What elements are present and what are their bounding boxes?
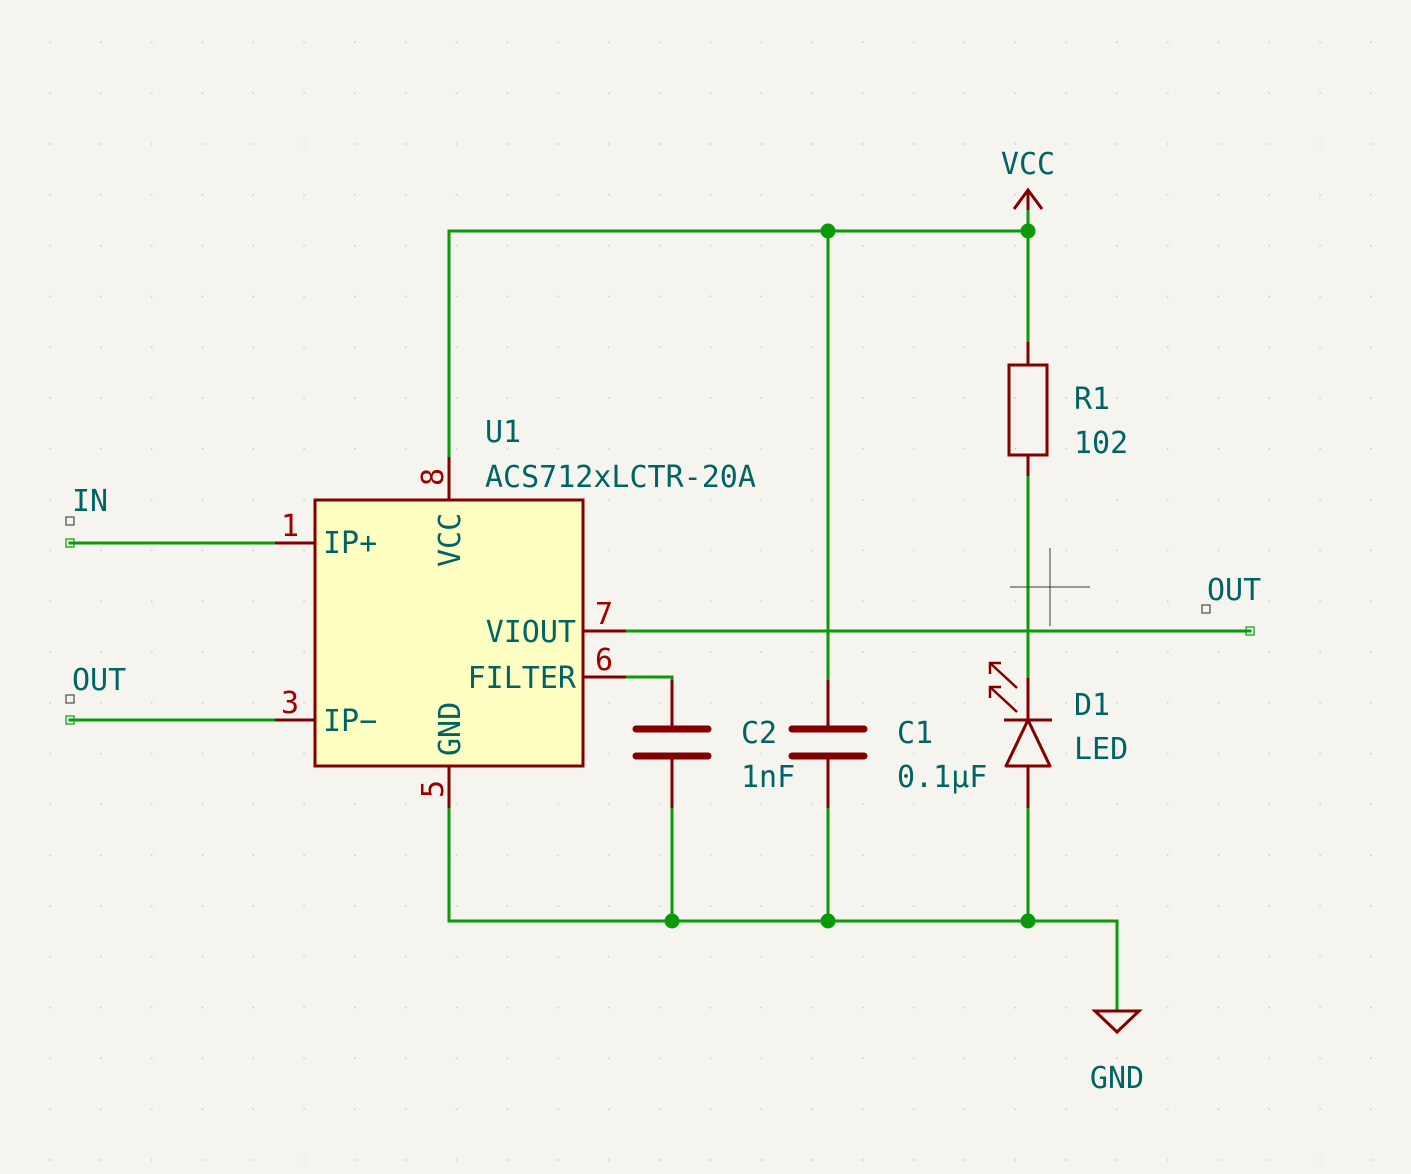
label-out-right[interactable]: OUT — [1201, 573, 1261, 636]
pin-6-number: 6 — [595, 643, 613, 678]
pin-name-filter: FILTER — [468, 661, 577, 696]
label-out-left-end — [65, 715, 75, 725]
label-in-end — [65, 538, 75, 548]
pin-name-vcc: VCC — [433, 513, 468, 567]
pin-8-number: 8 — [416, 468, 451, 486]
pin-1-number: 1 — [281, 509, 299, 544]
gnd-label: GND — [1090, 1061, 1144, 1096]
pin-3-number: 3 — [281, 686, 299, 721]
led-d1[interactable]: D1 LED — [988, 661, 1128, 808]
label-out-right-end — [1245, 626, 1255, 636]
capacitor-c2[interactable]: C2 1nF — [632, 680, 795, 808]
pin-7-number: 7 — [595, 597, 613, 632]
junction-vcc-r1 — [1020, 223, 1036, 239]
pin-name-ip-minus: IP− — [323, 704, 377, 739]
crosshair-cursor — [1010, 548, 1090, 626]
label-out-left[interactable]: OUT — [65, 663, 126, 725]
pin-name-viout: VIOUT — [486, 615, 576, 650]
c1-reference: C1 — [897, 716, 933, 751]
junction-vcc-c1 — [820, 223, 836, 239]
c1-value: 0.1µF — [897, 760, 987, 795]
r1-reference: R1 — [1074, 382, 1110, 417]
label-in[interactable]: IN — [65, 484, 108, 548]
pin-name-gnd: GND — [433, 702, 468, 756]
d1-value: LED — [1074, 732, 1128, 767]
label-in-anchor — [65, 516, 75, 526]
power-vcc[interactable]: VCC — [1001, 147, 1055, 210]
vcc-label: VCC — [1001, 147, 1055, 182]
junction-gnd-c2 — [664, 913, 680, 929]
junctions — [664, 223, 1036, 929]
wire-vcc-top[interactable] — [447, 229, 1030, 459]
c2-reference: C2 — [741, 716, 777, 751]
power-gnd[interactable]: GND — [1090, 1009, 1144, 1096]
wires — [68, 203, 1252, 1012]
ic-u1[interactable]: 1 3 7 6 8 5 IP+ IP− VIOUT FILTER VCC GND… — [275, 415, 756, 808]
label-out-left-anchor — [65, 694, 75, 704]
d1-light-arrows — [988, 661, 1018, 713]
resistor-r1[interactable]: R1 102 — [1007, 342, 1128, 476]
wire-gnd-bottom[interactable] — [447, 806, 1119, 1012]
label-out-left-text: OUT — [72, 663, 126, 698]
gnd-triangle — [1091, 1009, 1143, 1035]
c2-value: 1nF — [741, 760, 795, 795]
label-in-text: IN — [72, 484, 108, 519]
label-out-right-anchor — [1201, 604, 1211, 614]
u1-value: ACS712xLCTR-20A — [485, 460, 756, 495]
junction-gnd-d1 — [1020, 913, 1036, 929]
r1-value: 102 — [1074, 426, 1128, 461]
label-out-right-text: OUT — [1207, 573, 1261, 608]
wire-filter[interactable] — [624, 675, 674, 682]
capacitor-c1[interactable]: C1 0.1µF — [788, 680, 987, 808]
pin-5-number: 5 — [416, 780, 451, 798]
junction-gnd-c1 — [820, 913, 836, 929]
d1-reference: D1 — [1074, 688, 1110, 723]
pin-name-ip-plus: IP+ — [323, 526, 377, 561]
u1-reference: U1 — [485, 415, 521, 450]
